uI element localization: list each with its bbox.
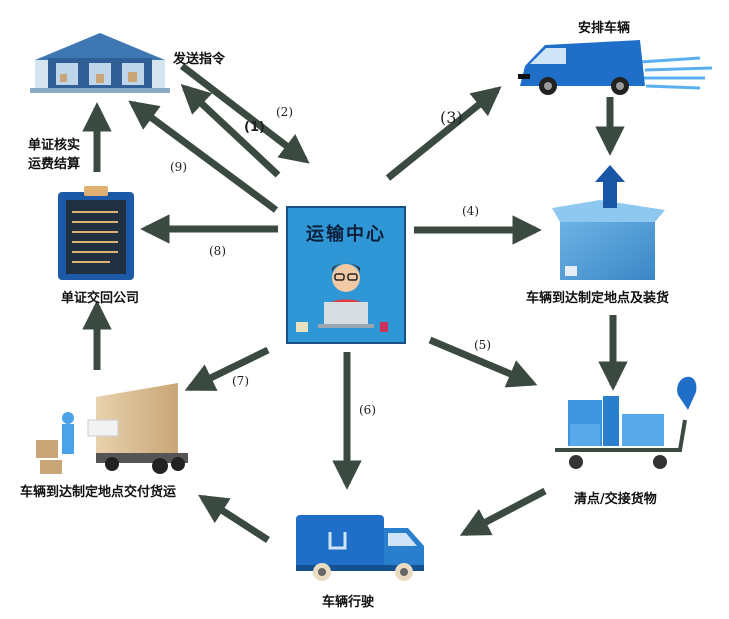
label-freight-settlement: 运费结算 — [28, 157, 81, 172]
transport-center-box: 运输中心 — [286, 206, 406, 344]
step-label-9: (9) — [170, 160, 187, 174]
arrow-cart-to-truck — [459, 487, 547, 537]
operator-icon — [296, 263, 388, 332]
step-label-4: (4) — [462, 204, 479, 218]
label-arrive-and-deliver: 车辆到达制定地点交付货运 — [20, 485, 177, 500]
step-label-7: (7) — [232, 374, 249, 388]
clipboard-icon — [58, 186, 134, 280]
label-count-handover: 清点/交接货物 — [574, 492, 657, 507]
label-arrange-vehicle: 安排车辆 — [578, 21, 631, 36]
arrow-truck-to-unload — [198, 494, 270, 543]
arrow-step-9 — [128, 100, 279, 213]
label-document-verify: 单证核实 — [28, 138, 81, 153]
center-title: 运输中心 — [306, 224, 386, 245]
truck-icon — [296, 515, 424, 581]
arrow-step-2 — [179, 63, 310, 164]
step-label-5: (5) — [474, 338, 491, 352]
arrow-step-5 — [428, 336, 538, 388]
arrow-step-3 — [385, 86, 502, 181]
warehouse-icon — [30, 33, 170, 93]
label-send-instruction: 发送指令 — [173, 52, 226, 67]
step-label-2: (2) — [276, 105, 293, 119]
label-documents-return: 单证交回公司 — [61, 291, 140, 306]
step-label-3: (3) — [440, 108, 463, 127]
step-label-1: (1) — [244, 120, 265, 135]
unload-truck-icon — [36, 383, 188, 474]
box-icon — [552, 165, 665, 280]
label-vehicle-driving: 车辆行驶 — [322, 595, 375, 610]
step-label-8: (8) — [209, 244, 226, 258]
label-arrive-and-load: 车辆到达制定地点及装货 — [526, 291, 670, 306]
step-label-6: (6) — [359, 403, 376, 417]
cart-icon — [555, 376, 697, 469]
van-icon — [518, 40, 713, 95]
arrow-step-7 — [184, 346, 270, 392]
arrow-step-1 — [180, 83, 281, 178]
